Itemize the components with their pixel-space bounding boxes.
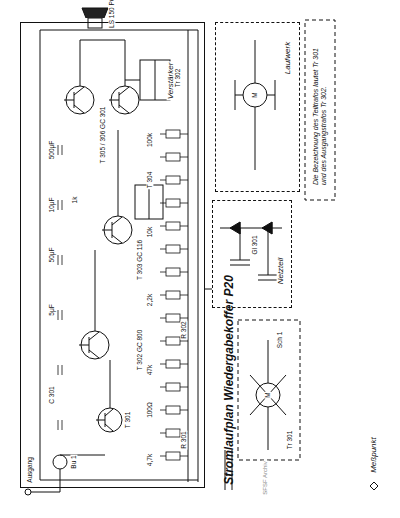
resistor-symbol (166, 245, 180, 253)
part-label: 100Ω (146, 401, 153, 419)
part-label: 10μF (48, 197, 55, 214)
part-label: 47k (146, 364, 153, 376)
part-label: 4,7k (146, 453, 153, 467)
part-label: 5μF (48, 303, 55, 316)
resistor-symbol (166, 153, 180, 161)
region-label: Netzteil (277, 257, 286, 286)
resistor-symbol (166, 452, 180, 460)
part-label: R 301 (180, 430, 187, 449)
part-label: Tr 302 (174, 68, 181, 89)
part-label: 500μF (48, 140, 55, 161)
resistor-symbol (166, 199, 180, 207)
part-label: C 301 (48, 385, 55, 404)
part-label: Bu 1 (70, 454, 77, 469)
resistor-symbol (166, 429, 180, 437)
part-label: M (264, 391, 271, 398)
part-label: 100k (146, 132, 153, 148)
note-text: Die Bezeichnung des Teiltrafos lautet Tr… (312, 34, 327, 186)
watermark: SFSF Archiv (262, 460, 269, 495)
part-label: T 303 GC 116 (136, 239, 143, 281)
part-label: T 304 (146, 171, 153, 190)
part-label: 1k (71, 196, 78, 205)
part-label: R 302 (180, 320, 187, 339)
part-label: LS 150 PQ (108, 0, 115, 29)
part-label: T 302 GC 800 (136, 329, 143, 372)
part-label: 10k (146, 226, 153, 238)
resistor-symbol (166, 222, 180, 230)
legend-text: Meßpunkt (370, 436, 379, 474)
resistor-symbol (166, 130, 180, 138)
part-label: 50μF (48, 247, 55, 264)
resistor-symbol (166, 337, 180, 345)
part-label: M (251, 91, 258, 98)
resistor-symbol (166, 406, 180, 414)
resistor-symbol (166, 314, 180, 322)
resistor-symbol (166, 268, 180, 276)
part-label: 2,2k (146, 293, 153, 307)
part-label: Tr 301 (286, 430, 293, 451)
resistor-symbol (166, 176, 180, 184)
diagram-title: Stromlaufplan Wiedergabekoffer P20 (223, 274, 236, 486)
part-label: Ausgang (26, 456, 33, 484)
part-label: Gl 301 (251, 234, 258, 255)
wire-connector (205, 289, 212, 290)
part-label: T 305 / 306 GC 301 (99, 106, 106, 165)
region-box: Laufwerk (215, 22, 300, 192)
part-label: Sch 1 (276, 331, 283, 350)
resistor-symbol (166, 383, 180, 391)
region-label: Laufwerk (284, 41, 293, 75)
resistor-symbol (166, 291, 180, 299)
resistor-symbol (166, 360, 180, 368)
part-label: T 301 (124, 411, 131, 430)
